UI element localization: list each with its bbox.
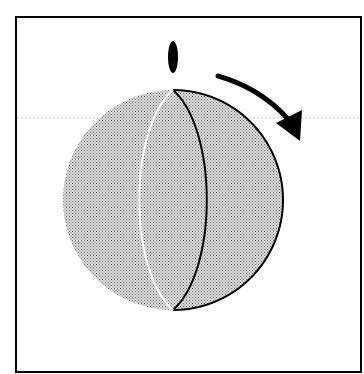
rotation-direction-arrow-icon [276,110,302,141]
vertical-axis-marker-icon [168,41,178,73]
sphere-body [63,90,283,310]
